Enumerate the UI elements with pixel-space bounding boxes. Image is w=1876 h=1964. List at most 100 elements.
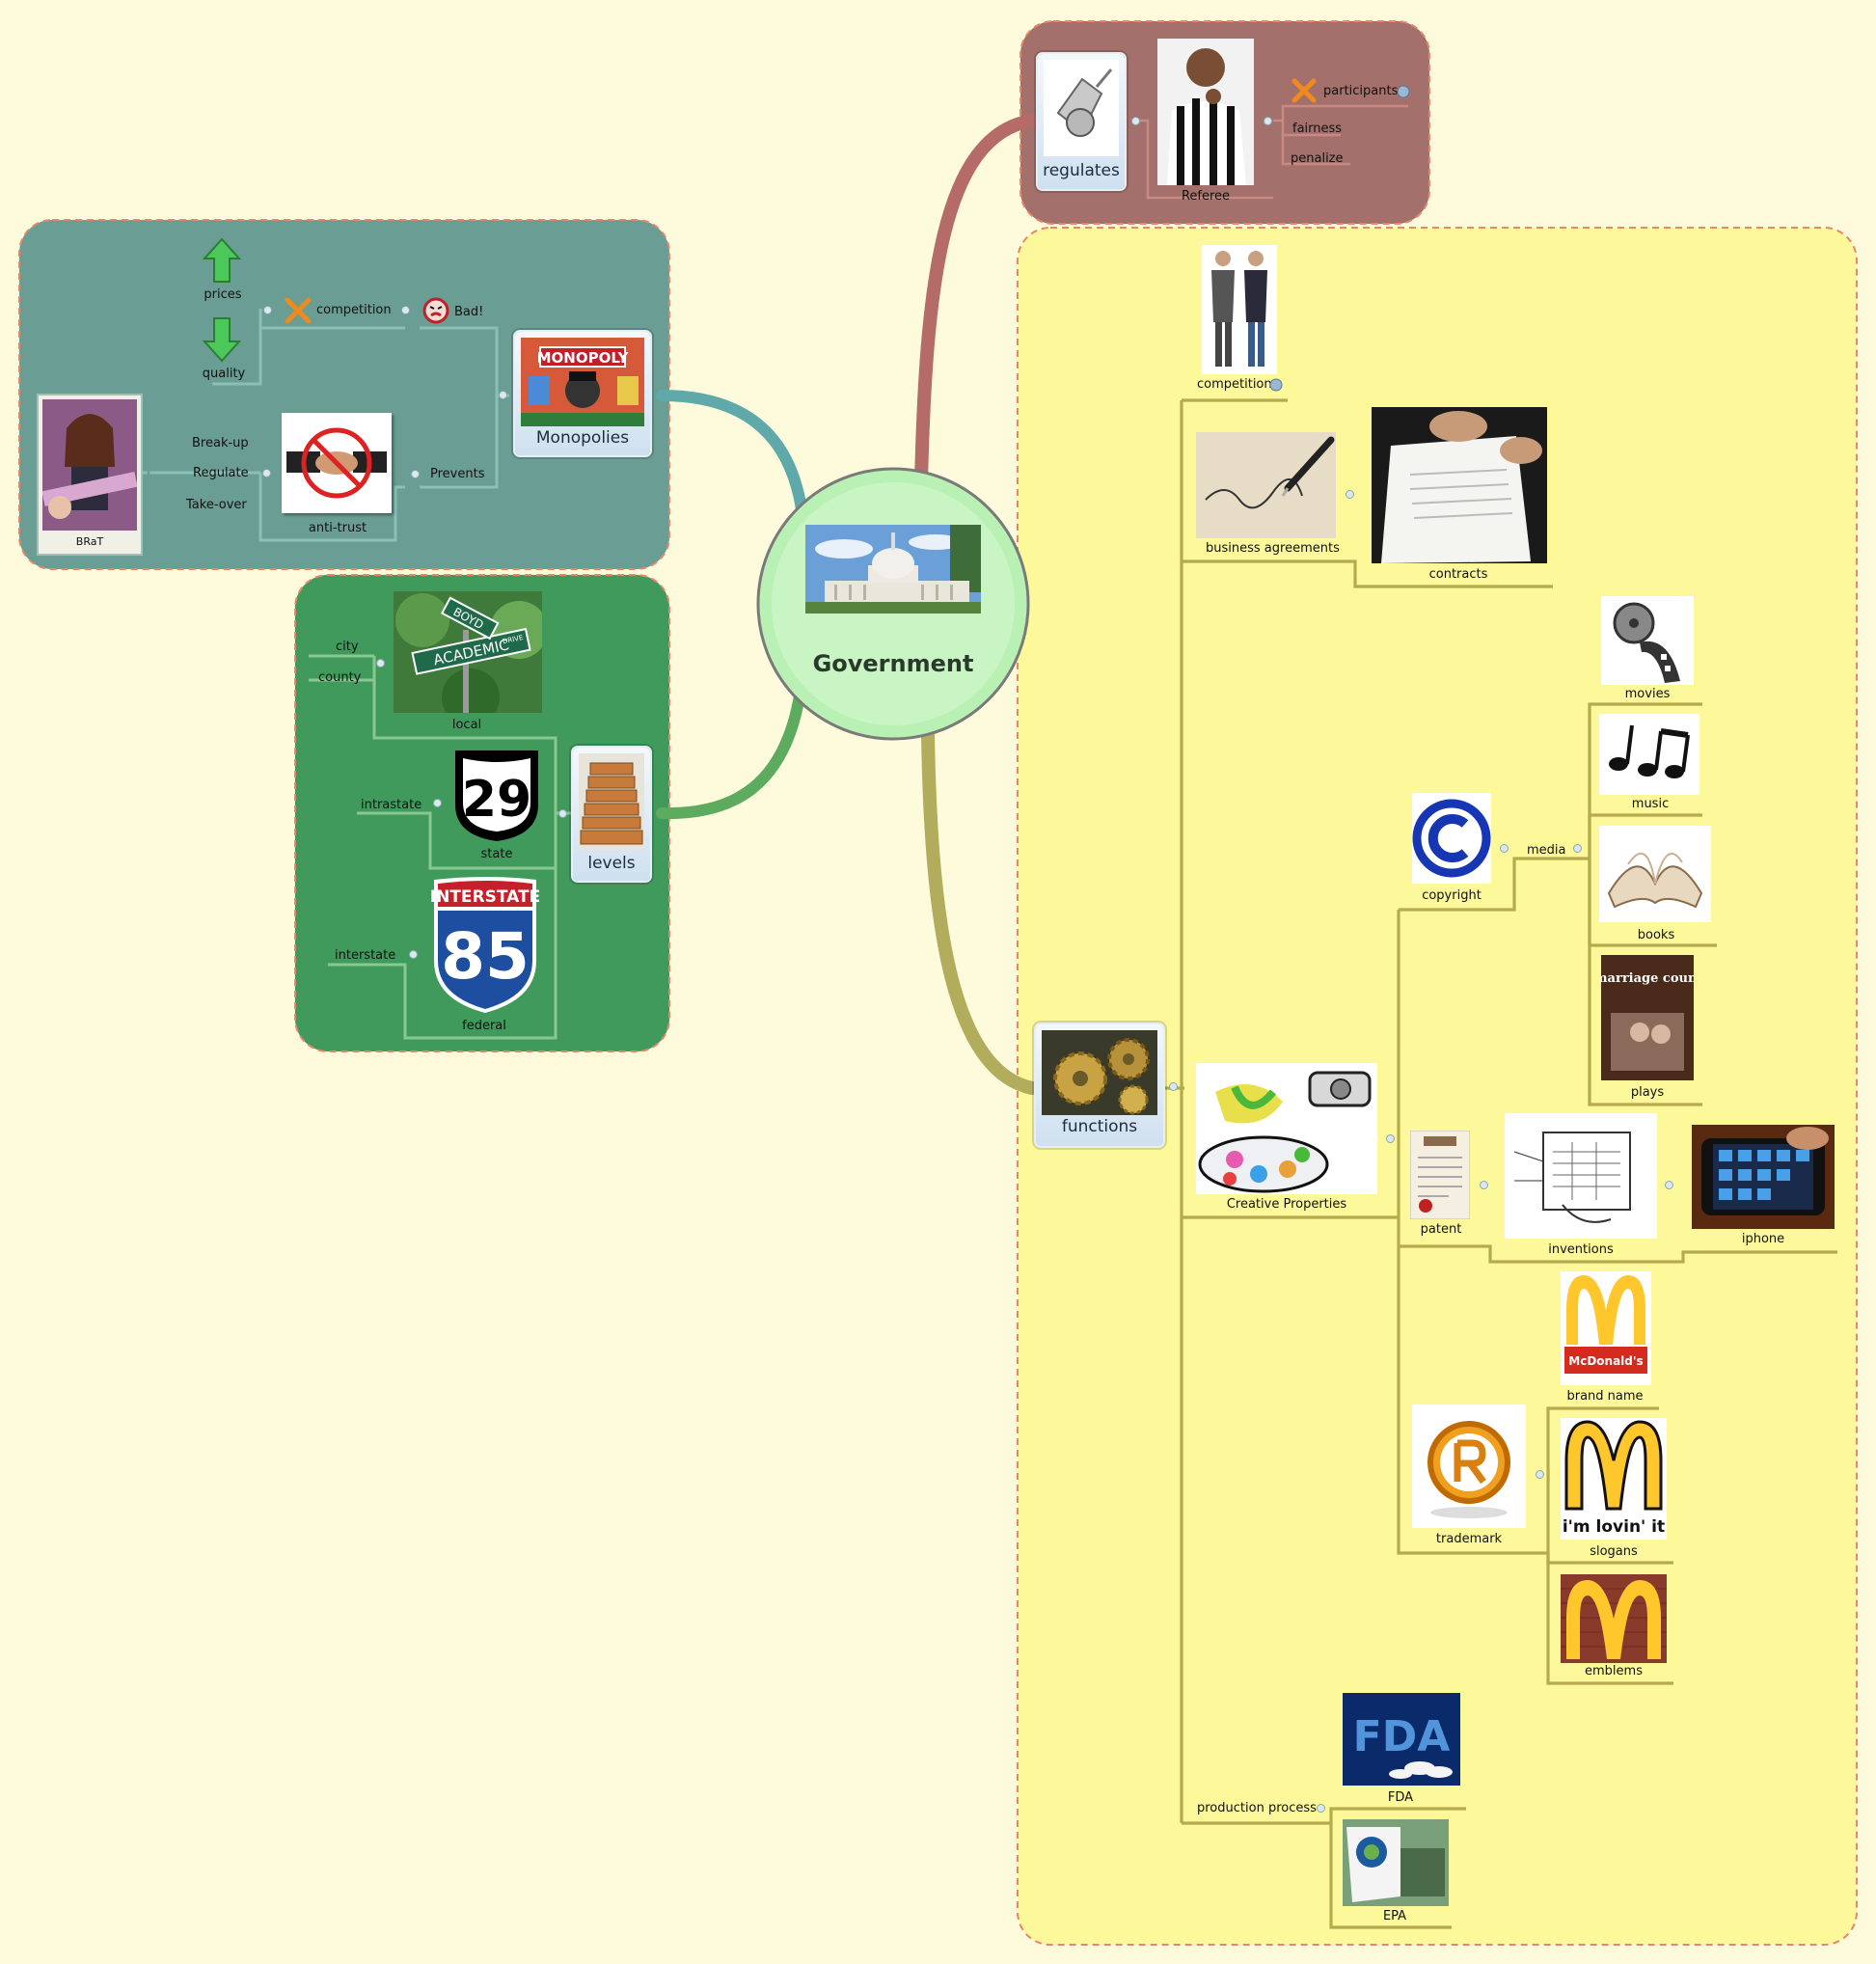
trademark-collapse[interactable] [1536, 1470, 1544, 1479]
brat-image [42, 399, 137, 531]
regulates-collapse[interactable] [1131, 117, 1140, 125]
levels-collapse[interactable] [558, 809, 567, 818]
competition-label-monopolies: competition [316, 303, 392, 317]
books-image [1599, 826, 1711, 922]
levels-node[interactable]: levels [573, 748, 650, 881]
slogans-label: slogans [1590, 1544, 1638, 1559]
monopolies-node[interactable]: MONOPOLY Monopolies [515, 332, 650, 455]
epa-image [1343, 1819, 1449, 1906]
epa-label: EPA [1382, 1909, 1407, 1923]
patent-drawing-icon [1505, 1113, 1657, 1239]
functions-collapse[interactable] [1169, 1082, 1178, 1091]
root-node[interactable]: Government [791, 521, 995, 685]
monopolies-label: Monopolies [535, 428, 630, 448]
prices-collapse[interactable] [263, 306, 272, 314]
copyright-label: copyright [1422, 888, 1482, 903]
inventions-image [1505, 1113, 1657, 1239]
competition-image [1202, 245, 1277, 374]
registered-mark-icon [1412, 1405, 1526, 1528]
brand-name-label: brand name [1566, 1389, 1644, 1404]
books-label: books [1637, 928, 1675, 942]
contracts-label: contracts [1428, 567, 1488, 582]
city-label: city [336, 640, 359, 654]
functions-label: functions [1061, 1117, 1138, 1136]
epa-logo-icon [1343, 1819, 1449, 1906]
production-process-collapse[interactable] [1317, 1804, 1325, 1813]
state-collapse[interactable] [433, 799, 442, 807]
mcdonalds-logo-icon: McDonald's [1561, 1271, 1651, 1385]
emblems-image [1561, 1574, 1667, 1663]
quality-label: quality [202, 367, 246, 381]
functions-node[interactable]: functions [1036, 1024, 1163, 1146]
copyright-image [1412, 793, 1491, 884]
federal-collapse[interactable] [409, 950, 418, 959]
monopolies-collapse[interactable] [499, 391, 507, 399]
svg-text:85: 85 [441, 919, 530, 994]
slogans-image: i'm lovin' it [1561, 1418, 1667, 1540]
music-image [1599, 714, 1699, 795]
copyright-collapse[interactable] [1500, 844, 1509, 853]
levels-label: levels [587, 854, 636, 873]
whistle-icon [1044, 60, 1119, 156]
state-label: state [480, 847, 513, 861]
brat-label: BRaT [75, 535, 104, 548]
patent-collapse[interactable] [1480, 1181, 1488, 1189]
referee-image [1157, 39, 1254, 185]
branch-levels [656, 684, 806, 820]
svg-text:McDonald's: McDonald's [1568, 1354, 1643, 1368]
antitrust-label: anti-trust [308, 521, 367, 535]
globe-icon [1397, 85, 1410, 98]
monopoly-image: MONOPOLY [521, 338, 644, 426]
golden-arches-icon [1561, 1574, 1667, 1663]
interstate-shield-icon: INTERSTATE 85 [430, 877, 540, 1013]
brat-node[interactable]: BRaT [37, 394, 143, 556]
regulates-node[interactable]: regulates [1038, 54, 1125, 189]
local-collapse[interactable] [376, 659, 385, 668]
gears-icon [1042, 1030, 1157, 1115]
patent-document-icon [1410, 1131, 1470, 1219]
copyright-symbol-icon [1412, 793, 1491, 884]
fda-logo-icon: FDA [1343, 1693, 1460, 1786]
fda-label: FDA [1387, 1790, 1414, 1805]
inventions-label: inventions [1548, 1242, 1614, 1257]
play-poster-icon: the marriage counselor [1601, 955, 1694, 1080]
x-mark-icon-competition [285, 297, 312, 324]
business-agreements-collapse[interactable] [1346, 490, 1354, 499]
no-handshake-icon [282, 413, 392, 513]
media-collapse[interactable] [1573, 844, 1582, 853]
doll-icon [42, 399, 137, 531]
signature-pen-icon [1196, 432, 1336, 538]
iphone-label: iphone [1741, 1232, 1785, 1246]
palette-icon [1196, 1063, 1377, 1194]
svg-text:29: 29 [462, 771, 531, 829]
capitol-image [805, 525, 981, 614]
antitrust-collapse[interactable] [411, 470, 420, 478]
production-process-label: production process [1197, 1801, 1317, 1815]
fda-image: FDA [1343, 1693, 1460, 1786]
interstate-image: INTERSTATE 85 [428, 874, 542, 1015]
us-route-shield-icon: 29 [455, 750, 538, 841]
creative-properties-collapse[interactable] [1386, 1134, 1395, 1143]
svg-text:the marriage counselor: the marriage counselor [1601, 971, 1694, 986]
referee-label: Referee [1181, 189, 1231, 204]
competition-collapse[interactable] [401, 306, 410, 314]
stairs-image [579, 753, 644, 850]
actions-collapse[interactable] [262, 469, 271, 477]
participants-label: participants [1323, 84, 1399, 98]
trademark-label: trademark [1435, 1532, 1503, 1546]
branch-regulates [914, 114, 1039, 489]
county-label: county [318, 670, 362, 685]
media-label: media [1527, 843, 1566, 858]
svg-text:FDA: FDA [1353, 1712, 1451, 1761]
trademark-image [1412, 1405, 1526, 1528]
referee-collapse[interactable] [1264, 117, 1272, 125]
prevents-label: Prevents [430, 467, 485, 481]
street-sign-icon: ACADEMIC DRIVE BOYD [394, 591, 542, 713]
referee-icon [1157, 39, 1254, 185]
whistle-image [1044, 60, 1119, 156]
creative-properties-label: Creative Properties [1226, 1197, 1347, 1212]
street-sign-image: ACADEMIC DRIVE BOYD [394, 591, 542, 713]
stairs-icon [579, 753, 644, 850]
inventions-collapse[interactable] [1665, 1181, 1673, 1189]
